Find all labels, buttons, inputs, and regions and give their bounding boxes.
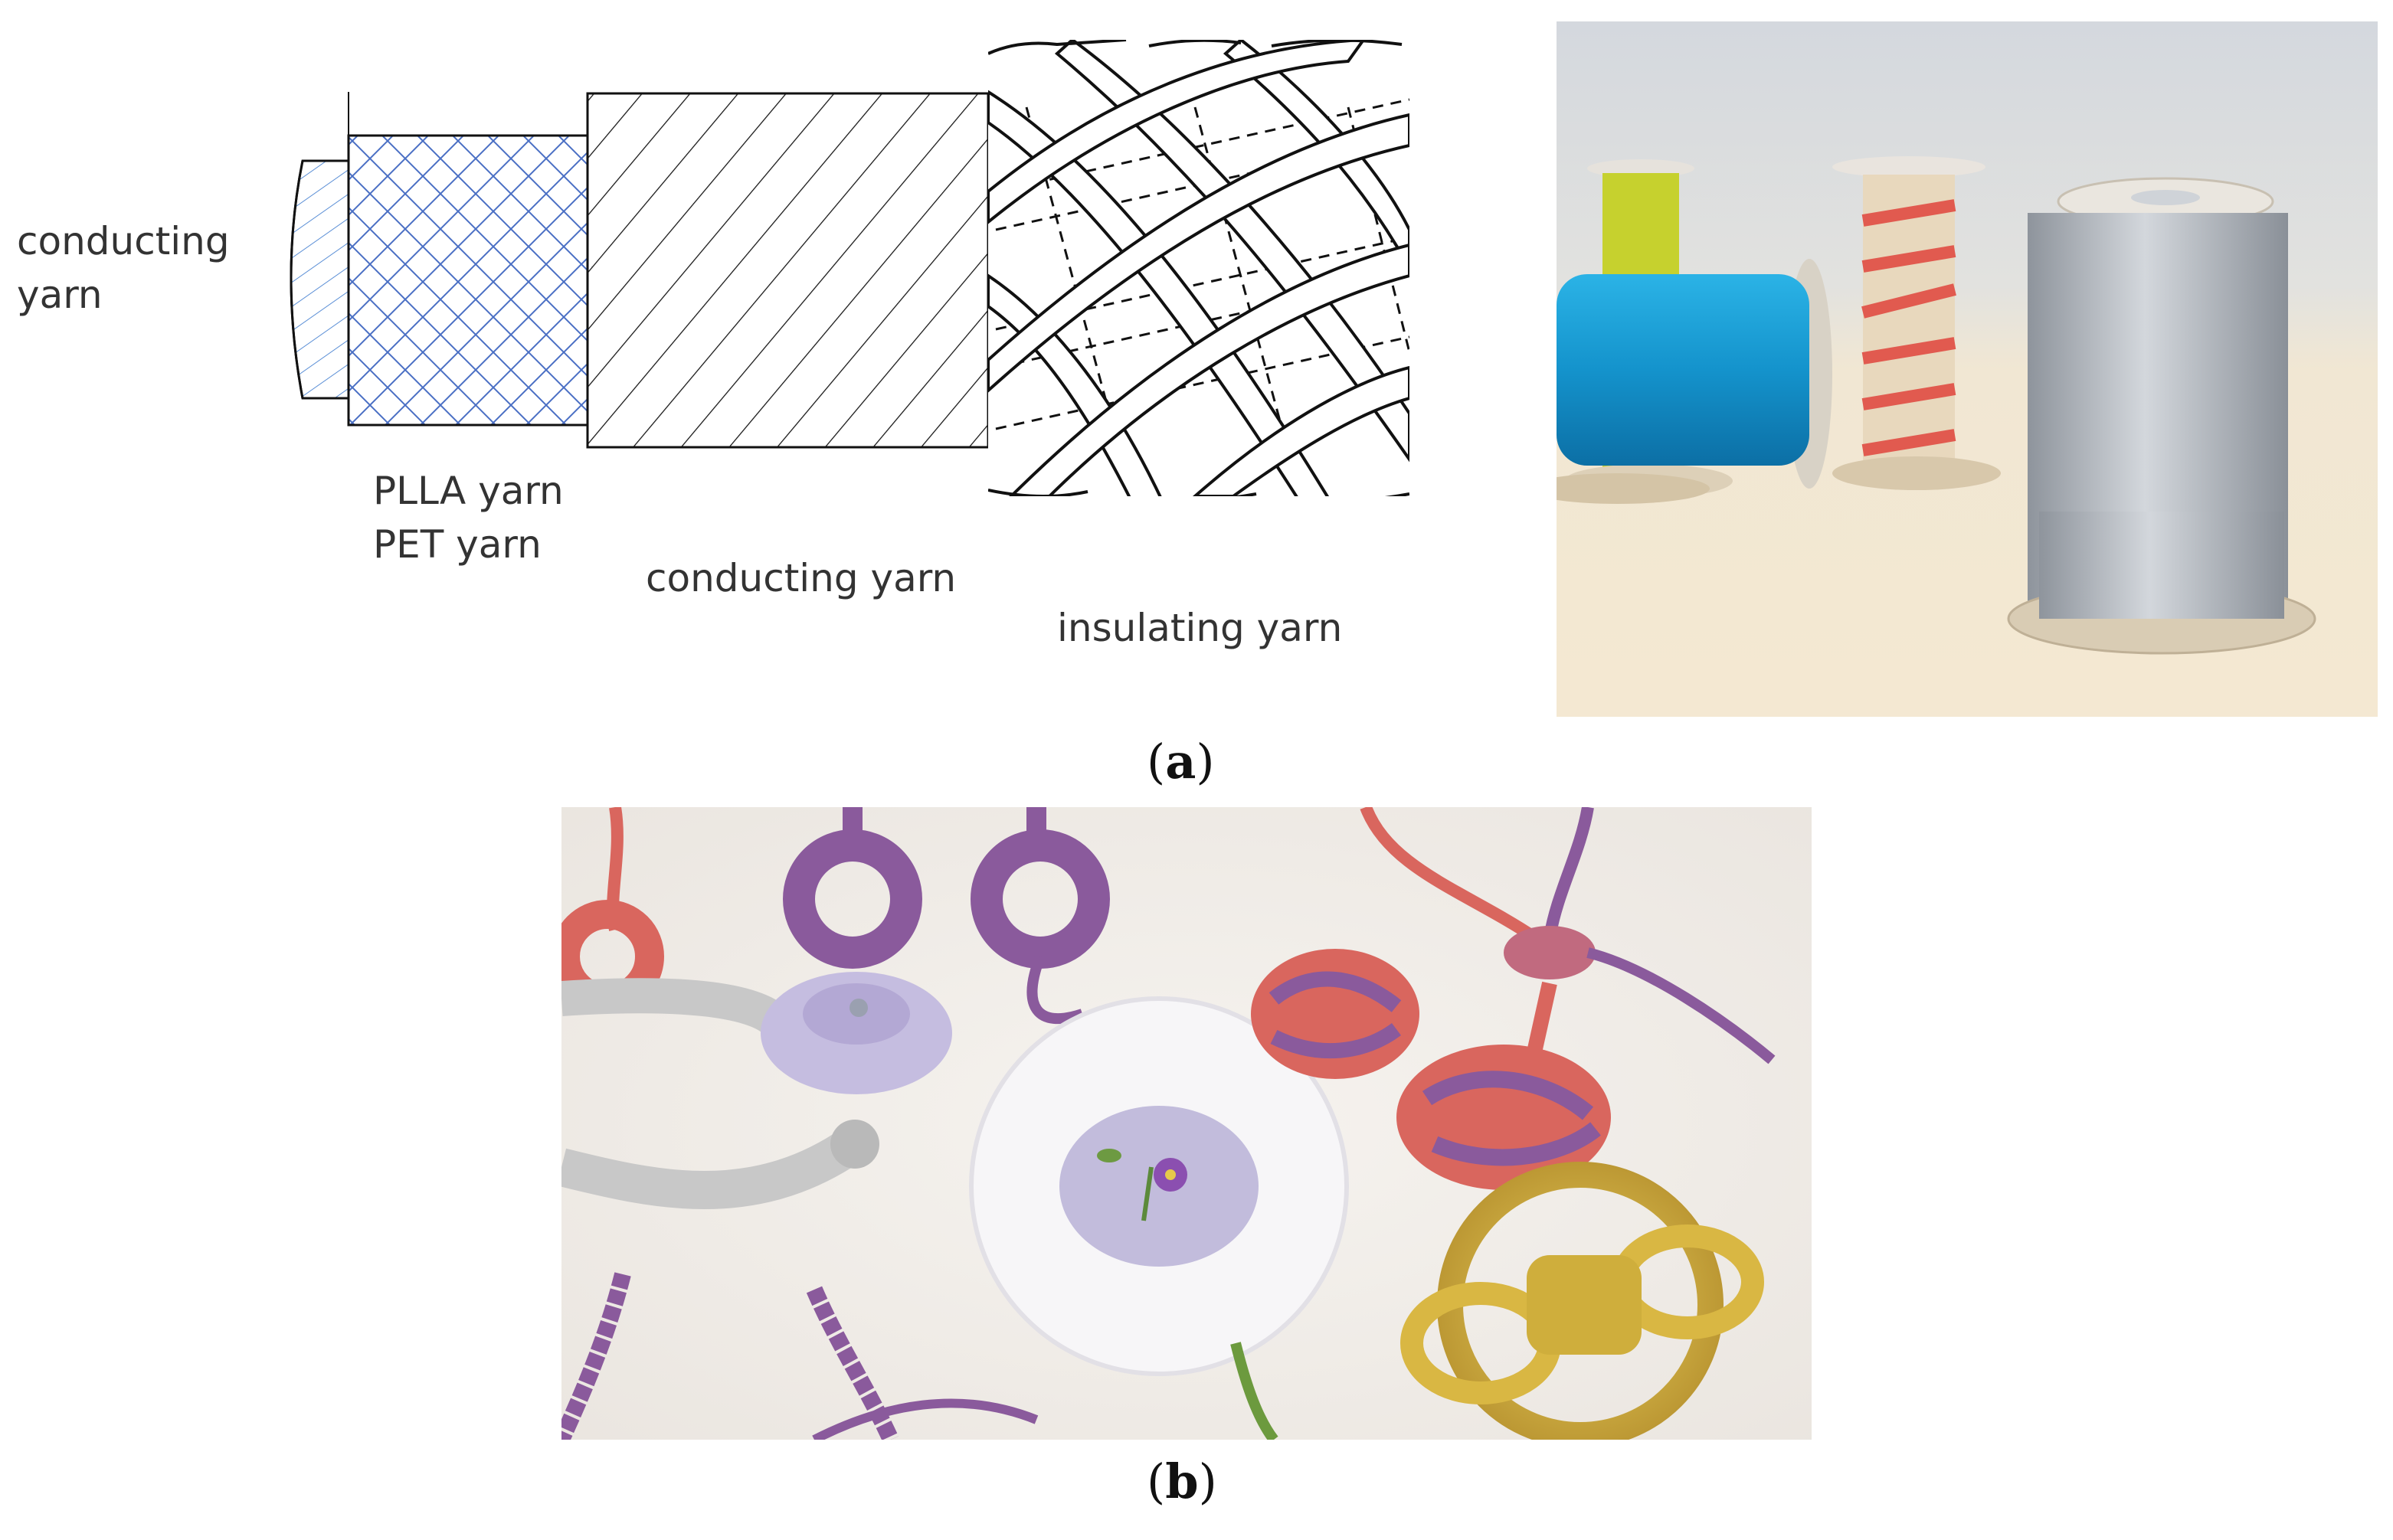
silver-spool bbox=[2007, 177, 2316, 655]
caption-b: (b) bbox=[1147, 1453, 1217, 1509]
conducting-layer-shape bbox=[586, 92, 990, 449]
silver-bracelet bbox=[561, 978, 879, 1209]
lavender-button-ornament bbox=[761, 972, 952, 1094]
plla-pet-layer-shape bbox=[347, 92, 589, 427]
label-core-line1: conducting bbox=[17, 219, 230, 263]
spools-photo bbox=[1557, 21, 2378, 717]
caption-b-letter: b bbox=[1165, 1453, 1199, 1509]
caption-a-letter: a bbox=[1165, 734, 1196, 790]
core-yarn-shape bbox=[290, 159, 350, 400]
purple-cords bbox=[561, 1272, 1039, 1440]
label-pet-yarn: PET yarn bbox=[373, 522, 542, 567]
coral-purple-knots bbox=[1251, 807, 1776, 1190]
yarn-structure-diagram bbox=[0, 0, 1455, 689]
label-core-conducting-yarn: conducting yarn bbox=[17, 214, 230, 322]
purple-ring-ornaments bbox=[783, 807, 1110, 1025]
label-conducting-yarn: conducting yarn bbox=[646, 556, 957, 600]
red-spool bbox=[1832, 156, 2001, 490]
label-plla-pet-yarn: PLLA yarn PET yarn bbox=[373, 464, 564, 571]
insulating-braid-shape bbox=[988, 40, 1409, 496]
knot-accessories-photo bbox=[561, 807, 1812, 1440]
label-insulating-yarn: insulating yarn bbox=[1057, 606, 1343, 650]
label-core-line2: yarn bbox=[17, 273, 103, 317]
caption-a: (a) bbox=[1147, 734, 1215, 790]
blue-spool bbox=[1557, 259, 1832, 504]
frilly-brooch bbox=[969, 996, 1349, 1440]
gold-knot bbox=[1400, 1162, 1764, 1440]
label-plla-yarn: PLLA yarn bbox=[373, 469, 564, 513]
